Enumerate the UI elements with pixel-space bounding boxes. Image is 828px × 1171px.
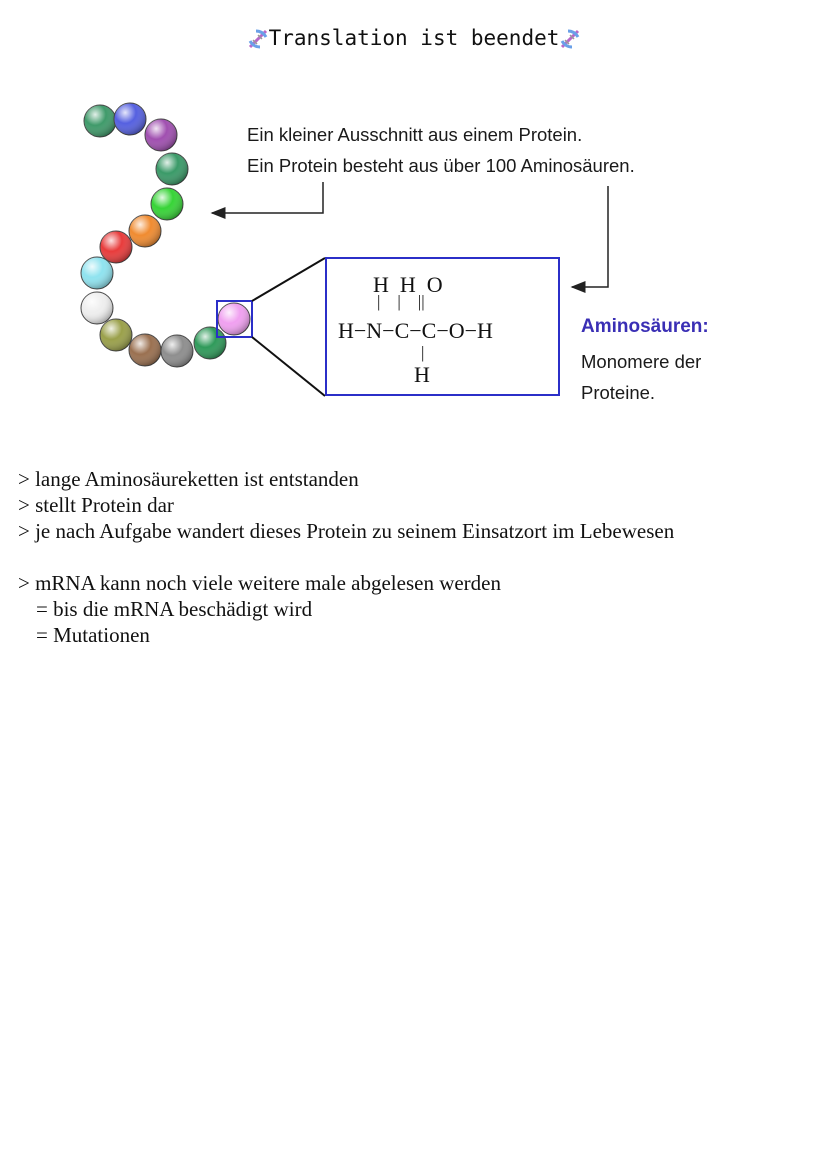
bead-shine xyxy=(161,335,193,367)
zoom-line-bottom xyxy=(251,336,326,397)
bead-shine xyxy=(129,334,161,366)
note-line: > mRNA kann noch viele weitere male abge… xyxy=(18,571,501,595)
formula-bottom-bond: | xyxy=(421,343,425,362)
figure-caption: Ein kleiner Ausschnitt aus einem Protein… xyxy=(247,119,635,181)
zoom-line-top xyxy=(251,257,326,302)
page-title: Translation ist beendet xyxy=(0,26,828,50)
caption-line: Ein Protein besteht aus über 100 Aminosä… xyxy=(247,155,635,176)
note-line: > lange Aminosäureketten ist entstanden xyxy=(18,467,359,491)
formula-main: H−N−C−C−O−H xyxy=(338,318,493,343)
amino-acids-description: Monomere der Proteine. xyxy=(581,346,701,408)
caption-line: Ein kleiner Ausschnitt aus einem Protein… xyxy=(247,124,583,145)
arrow-to-formula xyxy=(570,186,609,293)
description-line: Proteine. xyxy=(581,382,656,403)
bead-shine xyxy=(84,105,116,137)
title-text: Translation ist beendet xyxy=(268,26,560,50)
note-line: > je nach Aufgabe wandert dieses Protein… xyxy=(18,519,675,543)
dna-icon xyxy=(247,28,269,50)
bead-shine xyxy=(81,292,113,324)
notes: > lange Aminosäureketten ist entstanden … xyxy=(18,466,674,648)
bead-shine xyxy=(81,257,113,289)
bead-shine xyxy=(145,119,177,151)
bead-shine xyxy=(194,327,226,359)
note-line: > stellt Protein dar xyxy=(18,493,174,517)
formula-box xyxy=(325,257,560,396)
arrow-to-chain xyxy=(210,182,324,219)
formula-top-row: H H O xyxy=(373,272,443,297)
note-subline: = Mutationen xyxy=(36,623,150,647)
bead-shine xyxy=(129,215,161,247)
protein-figure xyxy=(80,102,609,397)
formula-top-bonds: | | || xyxy=(377,292,425,311)
amino-acid-chain xyxy=(80,102,251,368)
bead-shine xyxy=(156,153,188,185)
bead-shine xyxy=(100,319,132,351)
amino-acids-heading: Aminosäuren: xyxy=(581,316,709,337)
note-subline: = bis die mRNA beschädigt wird xyxy=(36,597,313,621)
bead-shine xyxy=(100,231,132,263)
dna-icon xyxy=(559,28,581,50)
description-line: Monomere der xyxy=(581,351,702,372)
bead-shine xyxy=(151,188,183,220)
bead-shine xyxy=(218,303,250,335)
highlight-box xyxy=(216,300,253,338)
bead-shine xyxy=(114,103,146,135)
formula-bottom-atom: H xyxy=(414,362,430,387)
